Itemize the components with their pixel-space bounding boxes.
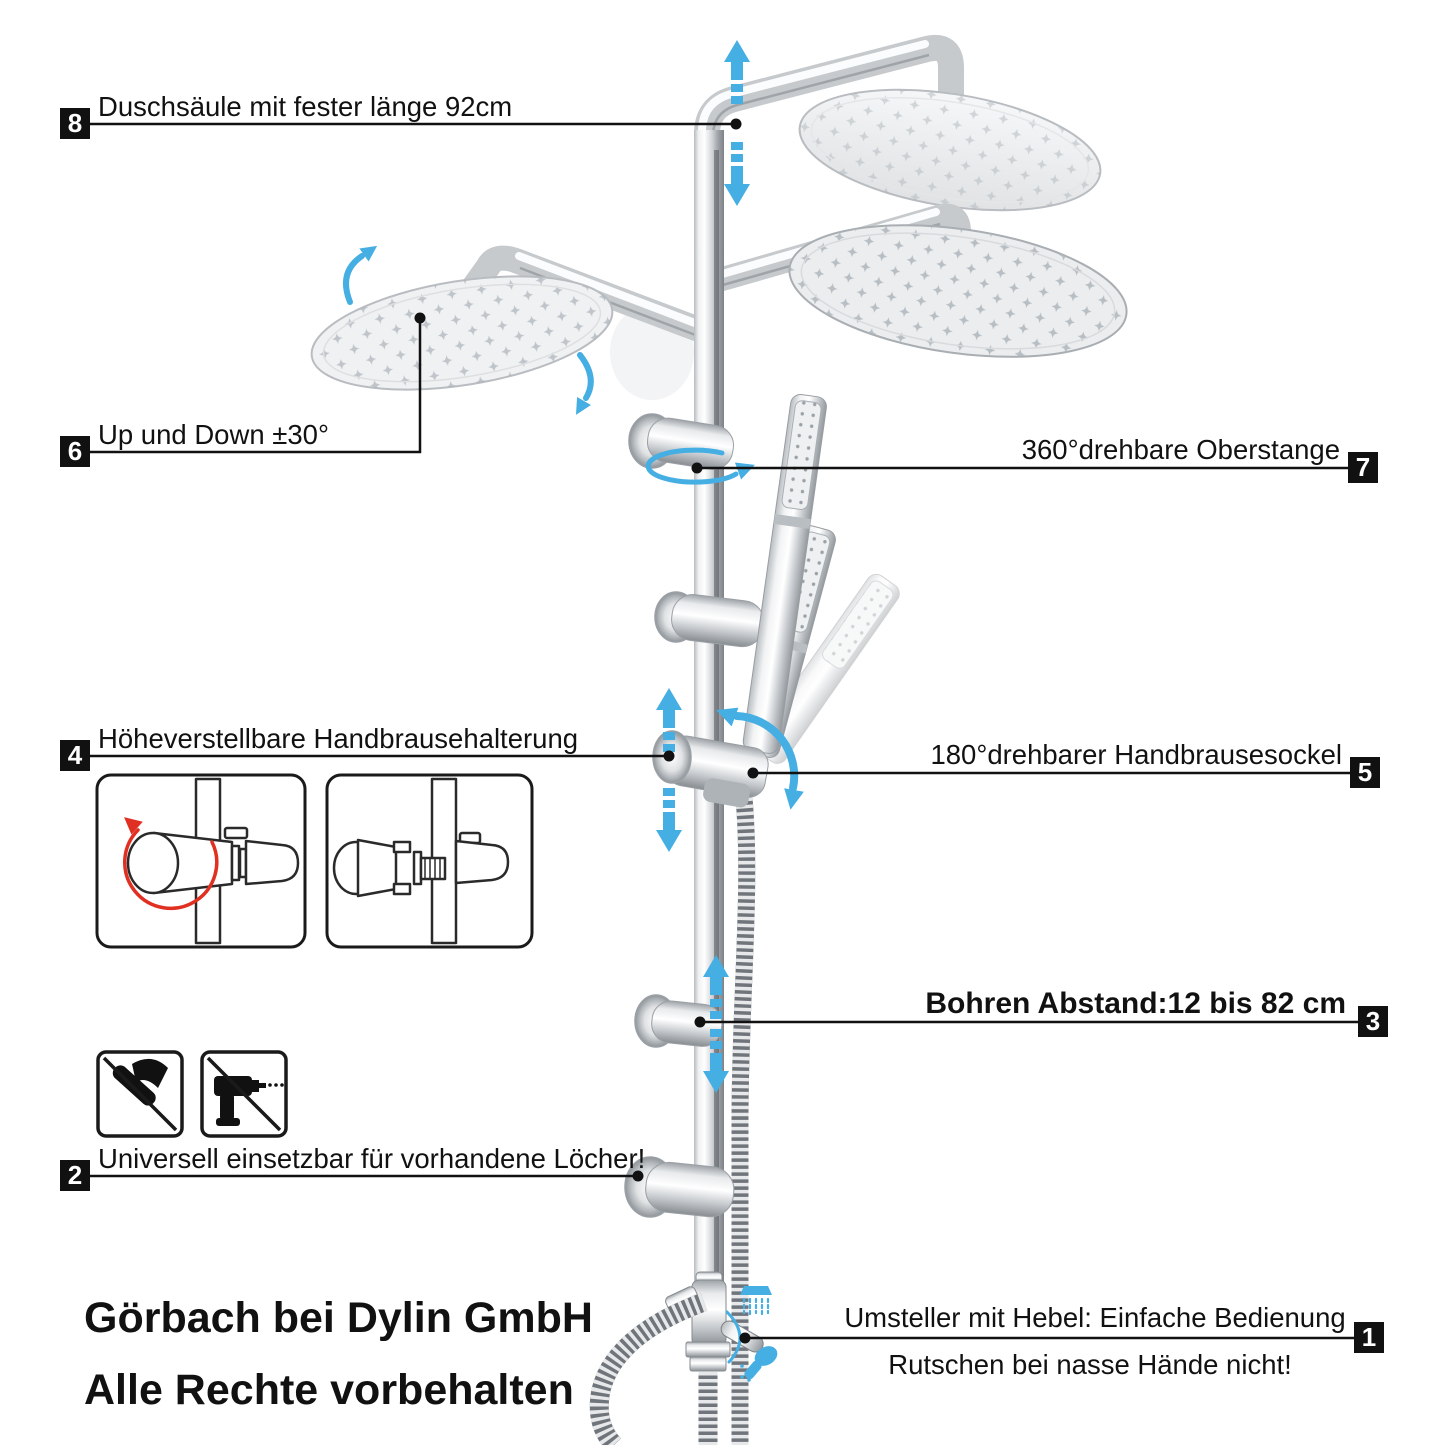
callout-label: Duschsäule mit fester länge 92cm xyxy=(98,91,512,122)
no-drill-icon xyxy=(200,1050,288,1138)
shower-hose-right xyxy=(731,797,756,1445)
callout-number: 5 xyxy=(1358,757,1372,787)
callout-8: 8 Duschsäule mit fester länge 92cm xyxy=(60,91,742,139)
callout-label: Höheverstellbare Handbrausehalterung xyxy=(98,723,578,754)
brand-line1: Görbach bei Dylin GmbH xyxy=(84,1294,593,1342)
callout-number: 4 xyxy=(68,740,83,770)
hand-shower-upright xyxy=(742,393,827,754)
callout-number: 3 xyxy=(1366,1006,1380,1036)
rotate-360-icon xyxy=(645,447,758,485)
shower-column xyxy=(694,130,724,1320)
rain-shower-head-lower xyxy=(788,224,1128,358)
callout-5: 5 180°drehbarer Handbrausesockel xyxy=(747,739,1380,788)
callout-number-box xyxy=(60,108,90,139)
callout-number-box xyxy=(60,1160,90,1191)
callout-number-box xyxy=(60,740,90,771)
callout-1: 1 Umsteller mit Hebel: Einfache Bedienun… xyxy=(739,1302,1384,1380)
inset-exploded-view-diagram xyxy=(325,773,534,949)
callout-number: 8 xyxy=(68,108,82,138)
rain-shower-icon xyxy=(740,1286,772,1317)
callout-number: 7 xyxy=(1356,452,1370,482)
callout-label-line2: Rutschen bei nasse Hände nicht! xyxy=(888,1349,1292,1380)
brand-line2: Alle Rechte vorbehalten xyxy=(84,1366,574,1414)
bolt-threads xyxy=(424,859,441,878)
footer-brand: Görbach bei Dylin GmbH Alle Rechte vorbe… xyxy=(84,1294,593,1414)
callout-number-box xyxy=(1350,757,1380,788)
callout-4: 4 Höheverstellbare Handbrausehalterung xyxy=(60,723,675,771)
hand-shower-icon xyxy=(740,1346,778,1382)
callout-number-box xyxy=(1354,1322,1384,1353)
handshower-socket xyxy=(652,730,769,808)
shower-structure xyxy=(310,34,1128,1445)
rain-shower-head-left xyxy=(310,275,614,391)
handshower-holder-bracket xyxy=(654,591,765,648)
callout-2: 2 Universell einsetzbar für vorhandene L… xyxy=(60,1143,645,1191)
column-shadow-line xyxy=(714,150,719,1320)
tilt-arrow-icon xyxy=(343,239,594,419)
callout-label: Up und Down ±30° xyxy=(98,419,329,450)
hand-shower-ghost xyxy=(753,573,900,764)
callout-number-box xyxy=(60,436,90,467)
callout-label: Bohren Abstand:12 bis 82 cm xyxy=(925,987,1346,1020)
diverter-mode-icons xyxy=(725,1286,778,1382)
callout-6: 6 Up und Down ±30° xyxy=(60,312,426,467)
mid-wall-bracket xyxy=(634,994,723,1048)
callout-number: 6 xyxy=(68,436,82,466)
callout-label: 180°drehbarer Handbrausesockel xyxy=(930,739,1342,770)
callout-label: Universell einsetzbar für vorhandene Löc… xyxy=(98,1143,645,1174)
rotation-red-arrow-icon xyxy=(123,817,219,911)
shower-hose-left xyxy=(589,1293,708,1445)
callout-7: 7 360°drehbare Oberstange xyxy=(691,434,1378,483)
callout-number-box xyxy=(1348,452,1378,483)
callout-number: 2 xyxy=(68,1160,82,1190)
callout-number-box xyxy=(1358,1006,1388,1037)
callout-label: 360°drehbare Oberstange xyxy=(1022,434,1340,465)
swivel-180-arrow-icon xyxy=(712,700,804,812)
callout-label-line1: Umsteller mit Hebel: Einfache Bedienung xyxy=(844,1302,1345,1333)
callout-3: 3 Bohren Abstand:12 bis 82 cm xyxy=(694,987,1388,1037)
no-hammer-icon xyxy=(96,1050,184,1138)
rain-shower-head-upper xyxy=(798,88,1102,212)
inset-twist-lock-diagram xyxy=(95,773,307,949)
callout-number: 1 xyxy=(1362,1322,1376,1352)
